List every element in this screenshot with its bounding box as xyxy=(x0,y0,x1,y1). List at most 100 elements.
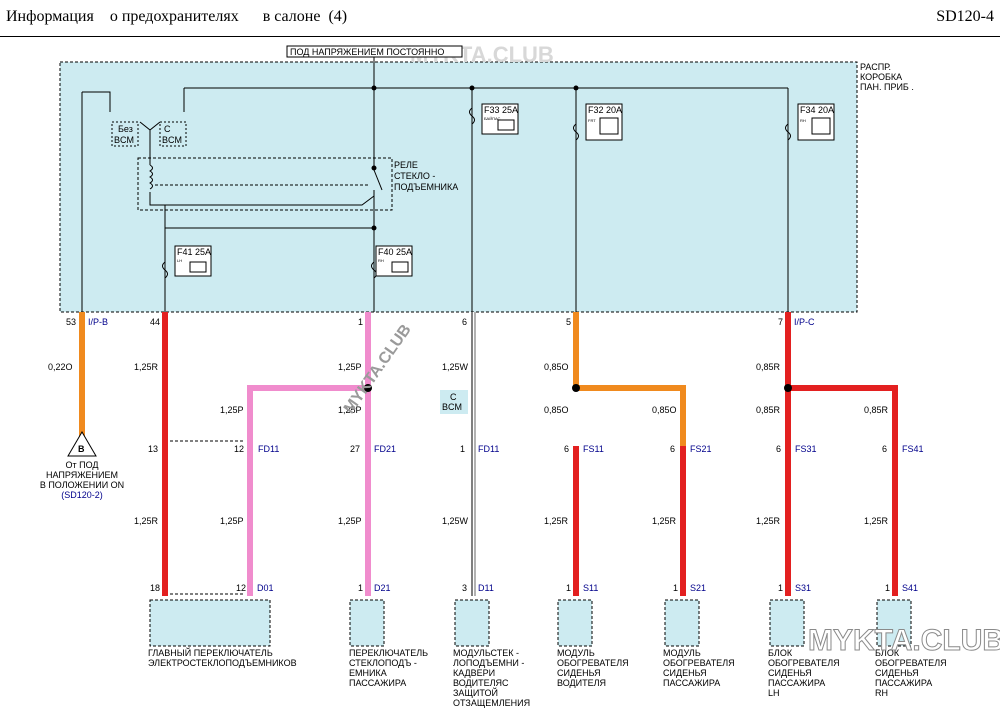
relay-label-3: ПОДЪЕМНИКА xyxy=(394,182,458,192)
fuse-f41-sub: LH xyxy=(177,258,182,263)
main-switch-label-2: ЭЛЕКТРОСТЕКЛОПОДЪЕМНИКОВ xyxy=(148,658,297,668)
wire-pink-branch xyxy=(247,385,368,596)
wire-label-022o: 0,22O xyxy=(48,362,73,372)
junction-dot xyxy=(573,85,579,91)
connector-fd11-b: FD11 xyxy=(478,444,499,454)
bcm-tag-line2: BCM xyxy=(442,402,462,412)
wire-label-125r: 1,25R xyxy=(134,516,159,526)
heater-driver-label-2: ОБОГРЕВАТЕЛЯ xyxy=(557,658,629,668)
fuse-f33-sub: БАЙПАС xyxy=(484,116,501,121)
heater-pass-label-2: ОБОГРЕВАТЕЛЯ xyxy=(663,658,735,668)
relay-label-2: СТЕКЛО - xyxy=(394,171,435,181)
fuse-f34-sub: RH xyxy=(800,118,806,123)
module-label-3: КАДВЕРИ xyxy=(453,668,495,678)
mid-pin-6: 6 xyxy=(882,444,887,454)
wire-label-085r: 0,85R xyxy=(864,405,889,415)
connector-s21: S21 xyxy=(690,583,706,593)
pass-switch-label-3: ЕМНИКА xyxy=(349,668,387,678)
diagram-code: SD120-4 xyxy=(936,8,994,25)
option-without-bcm-line1: Без xyxy=(118,124,133,134)
connector-d11: D11 xyxy=(478,583,494,593)
module-label-4: ВОДИТЕЛЯС xyxy=(453,678,509,688)
pass-switch-box xyxy=(349,599,385,647)
main-switch-label-1: ГЛАВНЫЙ ПЕРЕКЛЮЧАТЕЛЬ xyxy=(148,647,273,658)
fuse-f34: F34 20A RH xyxy=(785,103,835,141)
bottom-pin-1: 1 xyxy=(673,583,678,593)
mid-pin-6: 6 xyxy=(564,444,569,454)
heater-pass-label-4: ПАССАЖИРА xyxy=(663,678,720,688)
fuse-f41: F41 25A LH xyxy=(162,245,212,279)
heater-driver-box xyxy=(557,599,593,647)
bottom-pin-18: 18 xyxy=(150,583,160,593)
block-lh-box xyxy=(769,599,805,647)
connector-d21: D21 xyxy=(374,583,391,593)
wire-label-085r: 0,85R xyxy=(756,405,781,415)
power-ref-symbol: B xyxy=(78,444,85,454)
connector-fd11: FD11 xyxy=(258,444,279,454)
power-ref-link[interactable]: (SD120-2) xyxy=(61,490,103,500)
bcm-tag-line1: С xyxy=(450,392,457,402)
fuse-f32: F32 20A FRT xyxy=(573,103,623,141)
heater-pass-label-3: СИДЕНЬЯ xyxy=(663,668,707,678)
page-title: Информация о предохранителях в салоне (4… xyxy=(6,8,348,25)
box-label-2: КОРОБКА xyxy=(860,72,902,82)
box-pin-1: 1 xyxy=(358,317,363,327)
power-ref-triangle xyxy=(67,431,97,457)
module-box xyxy=(454,599,490,647)
block-rh-label-4: ПАССАЖИРА xyxy=(875,678,932,688)
block-rh-label-5: RH xyxy=(875,688,888,698)
connector-fs31: FS31 xyxy=(795,444,817,454)
wire-label-125p: 1,25P xyxy=(338,516,362,526)
mid-pin-6: 6 xyxy=(776,444,781,454)
block-lh-label-4: ПАССАЖИРА xyxy=(768,678,825,688)
wire-label-085o: 0,85O xyxy=(544,362,569,372)
junction-dot xyxy=(371,225,377,231)
connector-d01: D01 xyxy=(257,583,274,593)
connector-s31: S31 xyxy=(795,583,811,593)
splice-dot xyxy=(784,384,792,392)
wire-label-125p: 1,25P xyxy=(338,405,362,415)
option-with-bcm-line1: С xyxy=(164,124,171,134)
wire-label-125r: 1,25R xyxy=(544,516,569,526)
connector-fs21: FS21 xyxy=(690,444,712,454)
wire-label-125r: 1,25R xyxy=(134,362,159,372)
bottom-pin-3: 3 xyxy=(462,583,467,593)
wire-label-125r: 1,25R xyxy=(864,516,889,526)
harness-wires xyxy=(79,312,898,596)
fuse-f40-sub: RH xyxy=(378,258,384,263)
block-rh-label-3: СИДЕНЬЯ xyxy=(875,668,919,678)
connector-ipb: I/P-B xyxy=(88,317,108,327)
header-bar: Информация о предохранителях в салоне (4… xyxy=(0,0,1000,37)
main-switch-box xyxy=(149,599,271,647)
heater-driver-label-1: МОДУЛЬ xyxy=(557,648,595,658)
connector-fs11: FS11 xyxy=(583,444,604,454)
power-ref-line1: От ПОД xyxy=(66,460,99,470)
module-label-2: ЛОПОДЪЕМНИ - xyxy=(453,658,524,668)
mid-pin-6: 6 xyxy=(670,444,675,454)
junction-dot xyxy=(371,165,377,171)
heater-driver-label-3: СИДЕНЬЯ xyxy=(557,668,601,678)
option-with-bcm xyxy=(159,121,187,147)
heater-pass-label-1: МОДУЛЬ xyxy=(663,648,701,658)
box-internal-wiring xyxy=(81,87,789,312)
box-pin-6: 6 xyxy=(462,317,467,327)
relay-label-1: РЕЛЕ xyxy=(394,160,418,170)
bottom-pin-1: 1 xyxy=(885,583,890,593)
mid-pin-12: 12 xyxy=(234,444,244,454)
wire-label-085o: 0,85O xyxy=(652,405,677,415)
bottom-pin-1: 1 xyxy=(566,583,571,593)
block-lh-label-3: СИДЕНЬЯ xyxy=(768,668,812,678)
box-pin-7: 7 xyxy=(778,317,783,327)
junction-dot xyxy=(469,85,475,91)
wire-label-125r: 1,25R xyxy=(652,516,677,526)
power-ref-line2: НАПРЯЖЕНИЕМ xyxy=(46,470,118,480)
heater-driver-label-4: ВОДИТЕЛЯ xyxy=(557,678,606,688)
block-lh-label-5: LH xyxy=(768,688,780,698)
connector-fs41: FS41 xyxy=(902,444,924,454)
connector-fd21: FD21 xyxy=(374,444,396,454)
connector-s41: S41 xyxy=(902,583,918,593)
fuse-f40-label: F40 25A xyxy=(378,247,412,257)
seat-heater-icon xyxy=(811,117,831,135)
window-icon xyxy=(189,261,207,273)
